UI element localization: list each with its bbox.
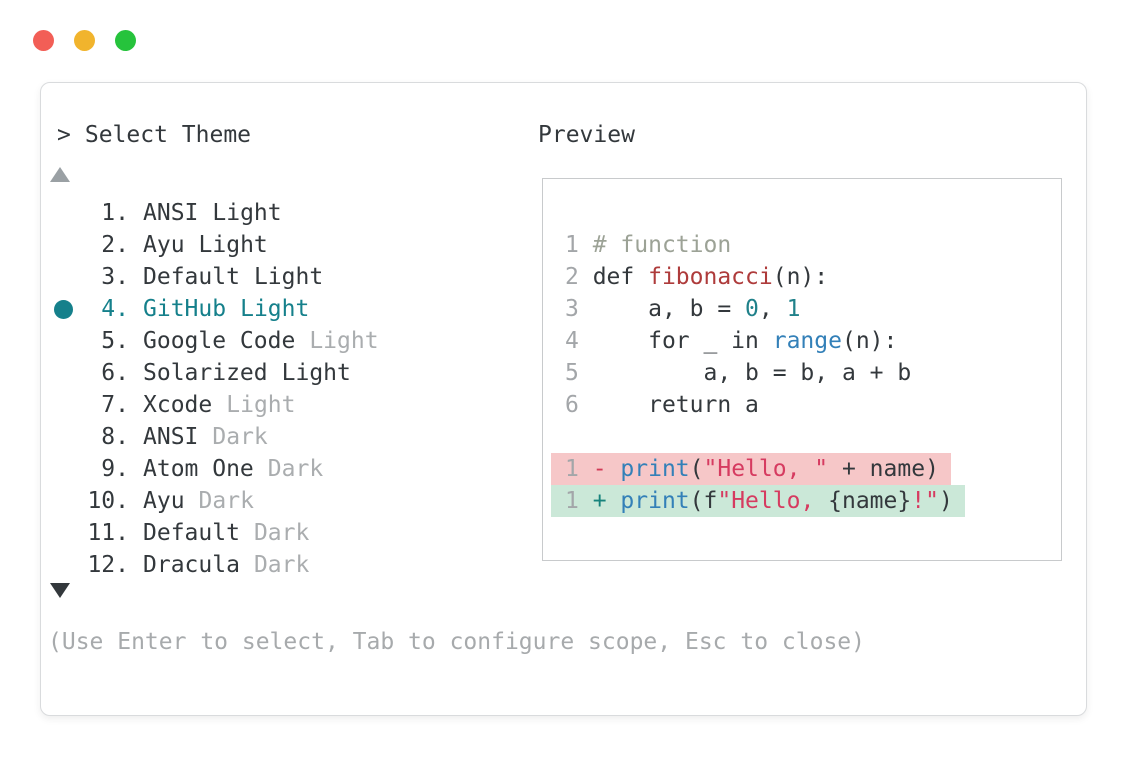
theme-number: 1. [101,200,129,226]
up-triangle-icon [50,166,70,182]
theme-name: Xcode [143,392,213,418]
scroll-up-icon[interactable] [50,158,72,190]
window-controls [33,30,136,51]
dialog-title: > Select Theme [57,119,251,151]
code-line: 6 return a [565,392,759,418]
theme-option-9[interactable]: 9. Atom One Dark [48,453,379,485]
theme-number: 8. [101,424,129,450]
theme-variant: Light [309,328,379,354]
theme-option-1[interactable]: 1. ANSI Light [48,197,379,229]
theme-variant: Light [212,200,282,226]
code-line: 1 # function [565,232,732,258]
code-preview: 1 # function 2 def fibonacci(n): 3 a, b … [551,229,1061,517]
theme-variant: Light [253,264,324,290]
down-triangle-icon [50,582,70,598]
diff-removed-line: 1 - print("Hello, " + name) [551,453,1061,485]
theme-number: 6. [101,360,129,386]
theme-option-3[interactable]: 3. Default Light [48,261,379,293]
theme-variant: Light [198,232,268,258]
diff-removed-highlight: 1 - print("Hello, " + name) [551,453,951,485]
selected-bullet-icon [54,299,73,319]
theme-number: 3. [101,264,129,290]
theme-number: 2. [101,232,129,258]
theme-option-10[interactable]: 10. Ayu Dark [48,485,379,517]
theme-name: Default [143,520,240,546]
code-line: 4 for _ in range(n): [565,328,898,354]
theme-variant: Light [240,296,310,322]
preview-title: Preview [538,122,635,148]
theme-variant: Dark [198,488,254,514]
scroll-down-icon[interactable] [50,574,72,606]
theme-number: 10. [87,488,129,514]
diff-added-highlight: 1 + print(f"Hello, {name}!") [551,485,965,517]
theme-variant: Light [226,392,296,418]
help-text: (Use Enter to select, Tab to configure s… [48,629,865,655]
theme-number: 9. [101,456,129,482]
theme-number: 12. [87,552,129,578]
theme-number: 7. [101,392,129,418]
theme-option-6[interactable]: 6. Solarized Light [48,357,379,389]
theme-variant: Dark [253,552,310,578]
theme-option-11[interactable]: 11. Default Dark [48,517,379,549]
theme-option-4[interactable]: 4. GitHub Light [48,293,379,325]
theme-option-12[interactable]: 12. Dracula Dark [48,549,379,581]
theme-variant: Dark [267,456,324,482]
blank-line [565,421,1061,453]
prompt-icon: > [57,122,71,148]
theme-number: 4. [101,296,129,322]
preview-panel: 1 # function 2 def fibonacci(n): 3 a, b … [542,178,1062,561]
theme-variant: Dark [253,520,310,546]
theme-name: Ayu [143,488,185,514]
theme-option-2[interactable]: 2. Ayu Light [48,229,379,261]
theme-name: Ayu [143,232,185,258]
theme-name: Google Code [143,328,296,354]
theme-number: 11. [87,520,129,546]
theme-name: ANSI [143,200,199,226]
theme-name: ANSI [143,424,199,450]
code-line: 2 def fibonacci(n): [565,264,829,290]
close-button[interactable] [33,30,54,51]
page-title: Select Theme [84,122,252,148]
theme-variant: Light [281,360,351,386]
code-line: 3 a, b = 0, 1 [565,296,801,322]
code-line: 5 a, b = b, a + b [565,360,912,386]
theme-name: Default [143,264,240,290]
theme-name: GitHub [143,296,227,322]
diff-added-line: 1 + print(f"Hello, {name}!") [551,485,1061,517]
theme-option-5[interactable]: 5. Google Code Light [48,325,379,357]
theme-name: Dracula [143,552,240,578]
theme-option-8[interactable]: 8. ANSI Dark [48,421,379,453]
minimize-button[interactable] [74,30,95,51]
theme-name: Atom One [143,456,254,482]
theme-option-7[interactable]: 7. Xcode Light [48,389,379,421]
theme-variant: Dark [212,424,268,450]
theme-name: Solarized [143,360,268,386]
theme-number: 5. [101,328,129,354]
maximize-button[interactable] [115,30,136,51]
